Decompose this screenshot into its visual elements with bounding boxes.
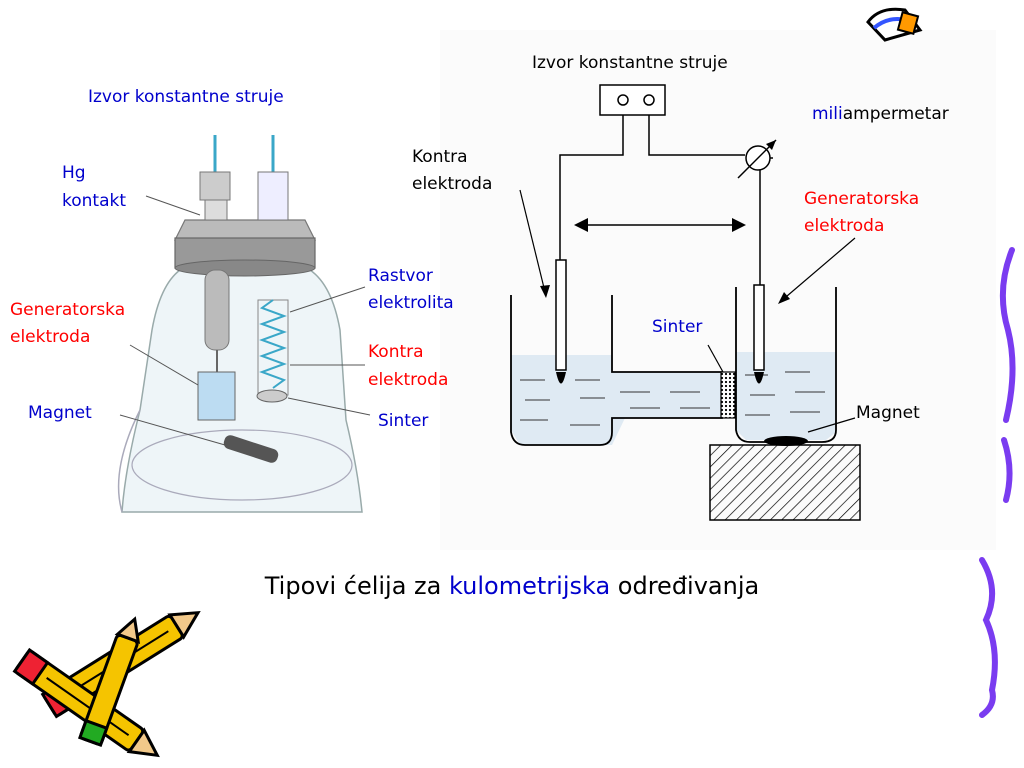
right-sinter (720, 371, 736, 419)
power-source-box (599, 84, 666, 116)
right-generator-label-line2: elektroda (804, 216, 885, 236)
hg-contact-label-line1: Hg (62, 163, 86, 183)
decor-pencils-icon (12, 610, 201, 758)
left-counter-label-line2: elektroda (368, 370, 449, 390)
right-magnet-bar (764, 436, 808, 446)
decor-top-right-icon (866, 7, 923, 42)
slide-caption: Tipovi ćelija za kulometrijska određivan… (0, 572, 1024, 600)
hg-contact-label-line2: kontakt (62, 191, 127, 211)
counter-electrode-rod (555, 259, 567, 371)
generator-electrode-plate (197, 371, 236, 421)
left-cell-drawing (117, 135, 371, 513)
left-generator-label-line2: elektroda (10, 327, 91, 347)
right-counter-label-line2: elektroda (412, 174, 493, 194)
left-sinter-disk (256, 389, 288, 403)
milliammeter-label: miliampermetar (812, 103, 949, 125)
right-title-label: Izvor konstantne struje (532, 53, 728, 73)
stopper-top (174, 219, 316, 241)
caption-part2: određivanja (610, 572, 760, 600)
hg-contact-cap (199, 171, 231, 201)
decor-right-swirl (979, 247, 1016, 718)
left-vessel (510, 295, 723, 446)
milliammeter-prefix: mili (812, 104, 843, 124)
right-generator-label-line1: Generatorska (804, 189, 920, 209)
left-counter-label-line1: Kontra (368, 342, 424, 362)
right-cell-drawing (510, 84, 861, 521)
jar-body (121, 269, 363, 513)
left-sinter-label: Sinter (378, 411, 429, 431)
electrolyte-label-line2: elektrolita (368, 293, 454, 313)
left-magnet-label: Magnet (28, 403, 92, 423)
right-magnet-label: Magnet (856, 403, 920, 423)
stirrer-base (709, 444, 861, 521)
generator-electrode-tube (204, 269, 230, 351)
left-title-label: Izvor konstantne struje (88, 87, 284, 107)
caption-part1: Tipovi ćelija za (264, 572, 449, 600)
milliammeter-suffix: ampermetar (842, 104, 949, 124)
left-generator-label-line1: Generatorska (10, 300, 126, 320)
generator-electrode-rod (753, 284, 765, 371)
caption-highlight: kulometrijska (449, 572, 611, 600)
counter-electrode-coil (259, 299, 287, 389)
electrolyte-right (736, 352, 836, 440)
electrolyte-label-line1: Rastvor (368, 266, 433, 286)
left-magnet-bar (223, 435, 279, 463)
right-counter-label-line1: Kontra (412, 147, 468, 167)
right-sinter-label: Sinter (652, 317, 703, 337)
